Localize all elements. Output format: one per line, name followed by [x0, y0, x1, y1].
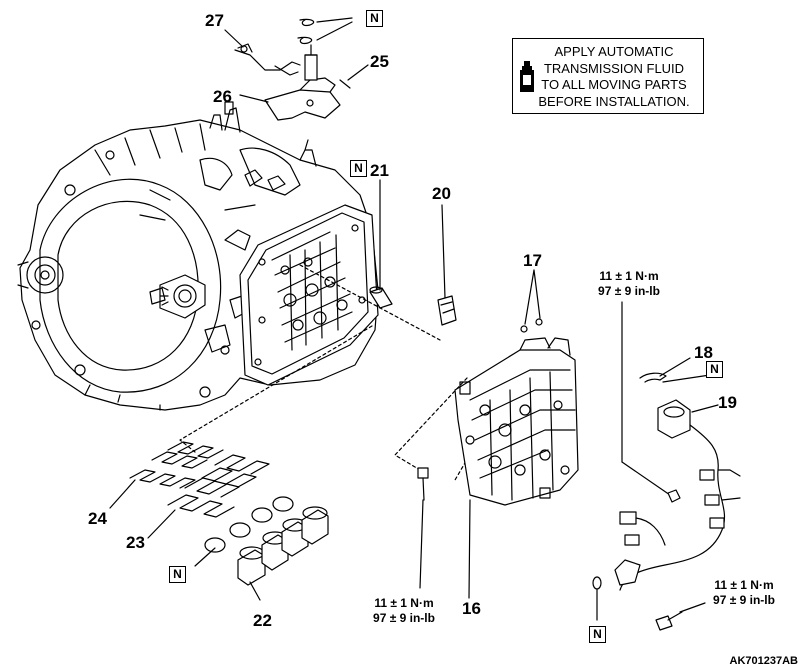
part-20: [437, 295, 457, 326]
orings-row: [204, 496, 294, 553]
springs-group: [129, 441, 329, 586]
new-part-mark-n: N: [169, 566, 186, 583]
manual-lever-assembly: [234, 18, 351, 121]
valve-body: [454, 337, 579, 506]
new-part-mark-n: N: [350, 160, 367, 177]
figure-code: AK701237AB: [729, 655, 798, 667]
torque-spec-harness-bolt: 11 ± 1 N·m 97 ± 9 in-lb: [587, 269, 671, 299]
case-valve-face: [239, 204, 379, 386]
part-18: [639, 372, 667, 383]
wire-harness: [592, 399, 741, 631]
label-20: 20: [432, 184, 451, 203]
torque-spec-sensor-bolt: 11 ± 1 N·m 97 ± 9 in-lb: [702, 578, 786, 608]
label-23: 23: [126, 533, 145, 552]
label-27: 27: [205, 11, 224, 30]
new-part-mark-n: N: [366, 10, 383, 27]
torque-inlb: 97 ± 9 in-lb: [598, 284, 660, 298]
part-21: [369, 286, 393, 309]
torque-nm: 11 ± 1 N·m: [374, 596, 434, 610]
springs-23: [167, 454, 270, 518]
torque-nm: 11 ± 1 N·m: [599, 269, 659, 283]
leader-lines: [109, 17, 719, 621]
note-line-2: TRANSMISSION FLUID: [543, 60, 685, 76]
label-16: 16: [462, 599, 481, 618]
part-17: [520, 318, 543, 333]
fluid-bottle-icon: [520, 61, 534, 92]
new-part-mark-n: N: [706, 361, 723, 378]
torque-inlb: 97 ± 9 in-lb: [373, 611, 435, 625]
note-line-1: APPLY AUTOMATIC: [554, 44, 674, 59]
note-line-3: TO ALL MOVING PARTS: [541, 77, 687, 92]
label-25: 25: [370, 52, 389, 71]
label-24: 24: [88, 509, 107, 528]
label-21: 21: [370, 161, 389, 180]
torque-spec-valve-body-bolt: 11 ± 1 N·m 97 ± 9 in-lb: [362, 596, 446, 626]
label-19: 19: [718, 393, 737, 412]
assembly-note-box: APPLY AUTOMATIC TRANSMISSION FLUID TO AL…: [512, 38, 704, 114]
pistons-22: [237, 506, 329, 586]
torque-nm: 11 ± 1 N·m: [714, 578, 774, 592]
label-22: 22: [253, 611, 272, 630]
springs-24: [129, 441, 224, 489]
label-18: 18: [694, 343, 713, 362]
assembly-note-text: APPLY AUTOMATIC TRANSMISSION FLUID TO AL…: [527, 44, 701, 110]
torque-inlb: 97 ± 9 in-lb: [713, 593, 775, 607]
new-part-mark-n: N: [589, 626, 606, 643]
valve-body-bolt: [417, 467, 429, 501]
label-17: 17: [523, 251, 542, 270]
label-26: 26: [213, 87, 232, 106]
note-line-4: BEFORE INSTALLATION.: [538, 93, 690, 109]
